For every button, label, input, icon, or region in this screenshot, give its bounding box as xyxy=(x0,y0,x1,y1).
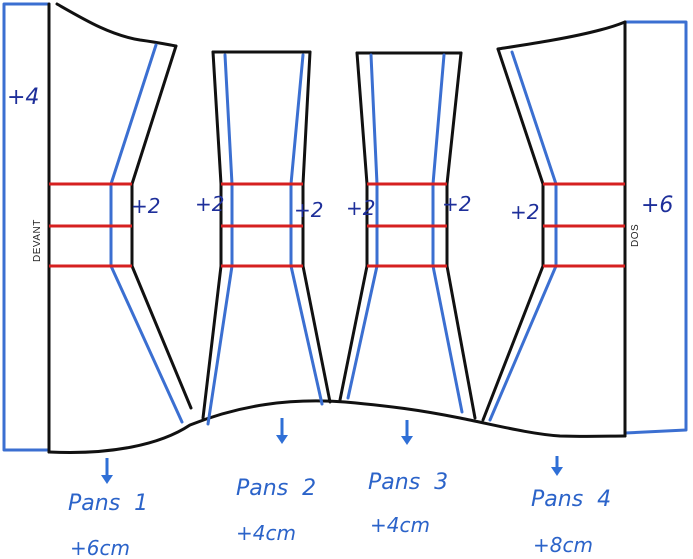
panel2-right-seam xyxy=(301,50,332,404)
back-side-label: DOS xyxy=(630,224,641,247)
front-top-curve xyxy=(55,2,178,48)
front-panel-right-seam xyxy=(130,44,193,410)
panel4-name: Pans 4 xyxy=(531,487,611,512)
panel3-length: +4cm xyxy=(370,513,430,537)
panel1-length: +6cm xyxy=(70,536,130,559)
panel3-left-seam xyxy=(338,51,369,402)
front-extension-outline xyxy=(2,2,51,452)
panel4-down-arrow xyxy=(551,456,563,476)
back-reference-lines xyxy=(543,182,625,268)
panel3-left-adjustment: +2 xyxy=(346,196,375,220)
front-reference-lines xyxy=(49,182,132,268)
front-panel-blue-line xyxy=(109,43,184,424)
panel3-right-adjustment: +2 xyxy=(442,192,471,216)
panel2-down-arrow xyxy=(276,418,288,444)
panel2-length: +4cm xyxy=(236,521,296,545)
panel1-right-adjustment: +2 xyxy=(131,194,160,218)
back-extension-label: +6 xyxy=(641,193,673,218)
hem-curve xyxy=(47,399,627,454)
panel3-down-arrow xyxy=(401,420,413,445)
panel2-name: Pans 2 xyxy=(236,476,316,501)
front-side-label: DEVANT xyxy=(32,219,43,262)
panel1-name: Pans 1 xyxy=(68,491,148,516)
back-top-curve xyxy=(496,20,627,51)
panel4-left-adjustment: +2 xyxy=(510,200,539,224)
panel2-right-adjustment: +2 xyxy=(294,198,323,222)
back-extension-outline xyxy=(623,20,688,435)
panel2-left-adjustment: +2 xyxy=(195,192,224,216)
front-extension-label: +4 xyxy=(7,85,39,110)
panel2-reference-lines xyxy=(221,182,303,268)
panel4-length: +8cm xyxy=(533,533,593,557)
panel1-down-arrow xyxy=(101,458,113,484)
back-panel-blue-line xyxy=(488,50,558,422)
panel3-name: Pans 3 xyxy=(368,470,448,495)
panel3-reference-lines xyxy=(367,182,447,268)
